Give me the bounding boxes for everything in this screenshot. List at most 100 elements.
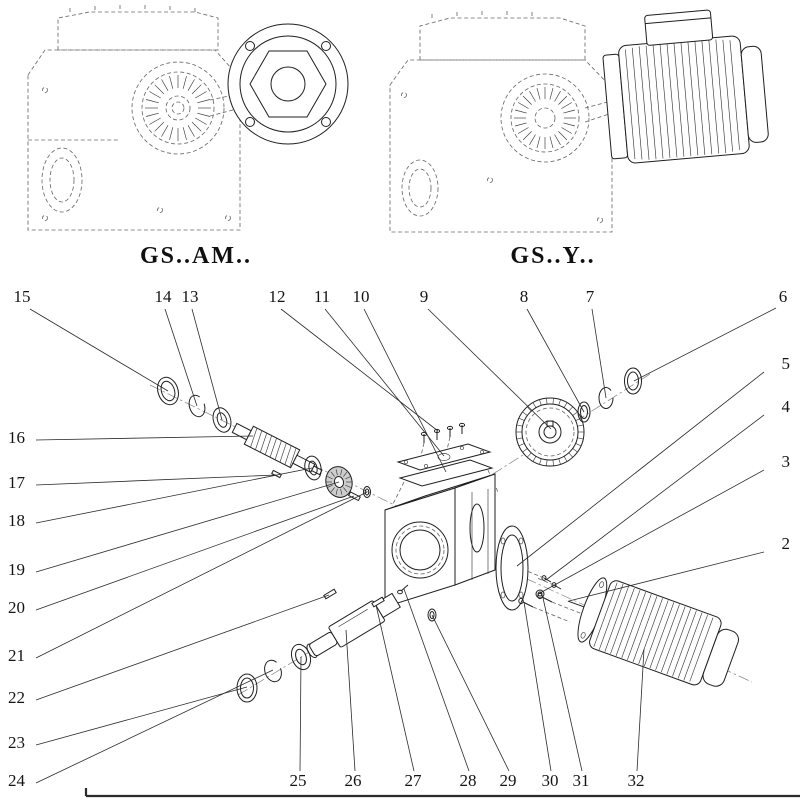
leader-line-14	[164, 308, 198, 407]
callout-number-6: 6	[779, 287, 788, 306]
part-21-washer	[363, 486, 371, 498]
part-12-cover-bolts	[419, 422, 466, 461]
leader-line-11	[324, 308, 445, 457]
am-input-gear-hatch	[145, 75, 211, 141]
part-9-gear-wheel	[515, 397, 585, 467]
callout-number-15: 15	[14, 287, 31, 306]
leader-line-17	[35, 474, 277, 486]
leader-line-2	[568, 551, 765, 602]
callout-number-2: 2	[782, 534, 791, 553]
part-30-bolt	[518, 597, 571, 623]
callout-number-30: 30	[542, 771, 559, 790]
part-11-cover-plate	[396, 443, 492, 471]
part-27-key	[371, 596, 385, 608]
leader-line-30	[523, 601, 552, 772]
callout-number-17: 17	[8, 473, 26, 492]
leader-line-31	[542, 597, 583, 772]
leader-line-10	[363, 308, 447, 473]
part-22-pin	[323, 588, 337, 600]
exploded-view	[149, 367, 753, 703]
motor-fins	[593, 582, 714, 682]
callout-number-19: 19	[8, 560, 25, 579]
part-4-screws	[526, 570, 562, 590]
part-23-washer	[236, 673, 258, 703]
leader-line-4	[545, 414, 765, 581]
worm-shaft-axis	[149, 384, 426, 521]
callout-number-31: 31	[573, 771, 590, 790]
part-6-seal	[624, 367, 642, 395]
callout-number-7: 7	[586, 287, 595, 306]
part-25-bearing	[290, 643, 312, 671]
am-output-flange	[227, 23, 349, 145]
leader-line-25	[299, 656, 302, 772]
part-29-washer	[427, 608, 437, 622]
part-31-bolt	[537, 592, 586, 616]
part-28-screw	[397, 584, 409, 595]
leader-line-13	[191, 308, 223, 421]
y-input-gear-hatch	[514, 87, 576, 149]
callout-number-12: 12	[269, 287, 286, 306]
part-16-worm-shaft	[231, 422, 323, 476]
callout-number-28: 28	[460, 771, 477, 790]
callout-number-27: 27	[405, 771, 423, 790]
page-border	[84, 788, 800, 798]
leader-line-3	[539, 469, 765, 594]
leader-line-26	[345, 629, 356, 772]
y-motor-end-shield	[740, 45, 769, 143]
part-24-circlip	[264, 659, 282, 683]
leader-line-15	[29, 308, 169, 392]
variant-label-y: GS..Y..	[510, 243, 595, 269]
callout-number-18: 18	[8, 511, 25, 530]
part-26-output-shaft	[306, 592, 401, 659]
callout-number-32: 32	[628, 771, 645, 790]
callout-number-9: 9	[420, 287, 429, 306]
leader-line-20	[35, 495, 355, 611]
leader-line-27	[375, 604, 415, 772]
y-input-gear-outline	[500, 73, 590, 163]
variant-label-am: GS..AM..	[140, 243, 252, 269]
callout-number-25: 25	[290, 771, 307, 790]
part-20-key	[347, 491, 361, 502]
leader-line-24	[35, 669, 274, 784]
part-8-washer	[577, 401, 591, 423]
callout-number-3: 3	[782, 452, 791, 471]
leader-line-32	[636, 648, 645, 772]
leader-line-28	[403, 588, 470, 772]
part-7-circlip	[598, 387, 614, 409]
gearbox-housing	[384, 473, 496, 608]
leader-line-12	[280, 308, 439, 432]
callout-number-16: 16	[8, 428, 25, 447]
leader-line-8	[526, 308, 585, 413]
y-motor-terminal-box	[644, 9, 714, 46]
callout-number-5: 5	[782, 354, 791, 373]
leader-line-29	[431, 614, 510, 772]
callout-number-26: 26	[345, 771, 362, 790]
leader-line-7	[591, 308, 607, 399]
part-10-gasket	[391, 459, 499, 507]
motor-end-shield	[702, 628, 739, 687]
callout-number-29: 29	[500, 771, 517, 790]
callout-number-13: 13	[182, 287, 199, 306]
gearbox-variant-am-drawing	[27, 4, 349, 231]
leader-line-21	[35, 491, 368, 659]
am-input-gear-outline	[131, 61, 225, 155]
callout-number-8: 8	[520, 287, 529, 306]
y-motor-fins	[625, 39, 740, 160]
leader-line-9	[427, 308, 552, 430]
leader-line-16	[35, 435, 254, 441]
callout-number-24: 24	[8, 771, 26, 790]
callout-number-11: 11	[314, 287, 330, 306]
leader-line-19	[35, 481, 340, 573]
leader-line-23	[35, 686, 248, 746]
leader-line-22	[35, 594, 330, 701]
callout-number-10: 10	[353, 287, 370, 306]
y-motor	[602, 9, 769, 164]
leader-line-18	[35, 467, 313, 524]
leader-line-6	[633, 307, 777, 382]
leader-line-5	[516, 371, 765, 567]
callout-number-22: 22	[8, 688, 25, 707]
part-32-motor	[567, 577, 739, 687]
callout-number-4: 4	[782, 397, 791, 416]
callout-number-23: 23	[8, 733, 25, 752]
